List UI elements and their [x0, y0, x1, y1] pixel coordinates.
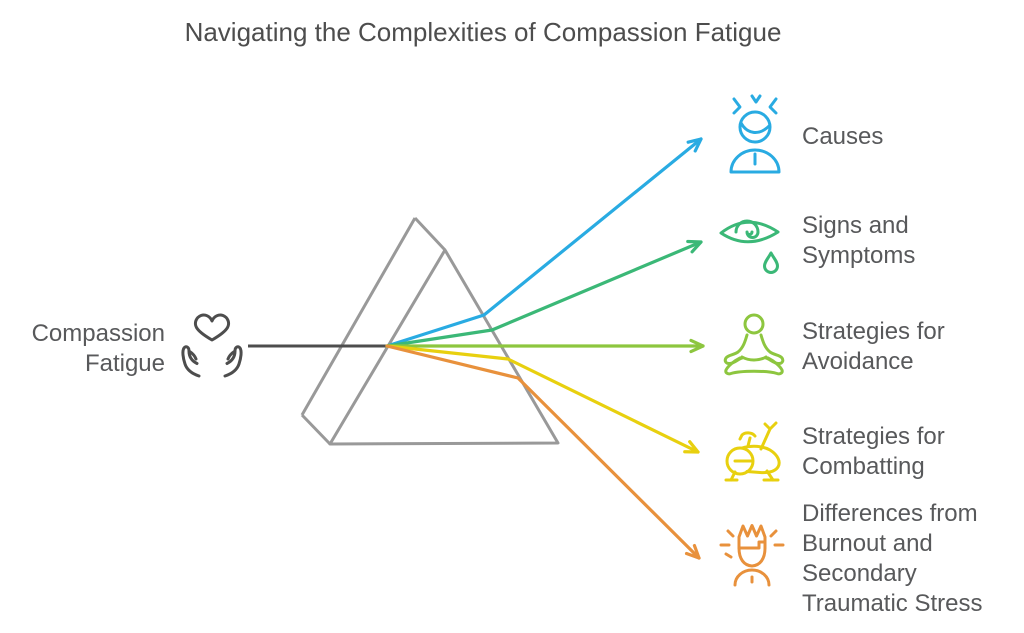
label-strategies-for-combatting: Strategies for Combatting — [802, 423, 945, 480]
label-line: Traumatic Stress — [802, 590, 982, 617]
label-line: Avoidance — [802, 348, 914, 375]
source-label-line1: Compassion — [32, 320, 165, 347]
label-line: Differences from — [802, 500, 978, 527]
ray-signs-and-symptoms — [385, 239, 703, 348]
source-label: Compassion Fatigue — [32, 320, 165, 377]
exercise-bike-icon — [724, 421, 781, 482]
heart-in-hands-icon — [181, 313, 243, 378]
label-strategies-for-avoidance: Strategies for Avoidance — [802, 318, 945, 375]
label-line: Strategies for — [802, 423, 945, 450]
label-causes: Causes — [802, 123, 883, 150]
label-differences-from-burnout: Differences from Burnout and Secondary T… — [802, 500, 982, 617]
label-line: Signs and — [802, 212, 909, 239]
label-line: Causes — [802, 123, 883, 150]
ray-differences-from-burnout — [385, 344, 701, 560]
label-line: Strategies for — [802, 318, 945, 345]
ray-causes — [385, 137, 703, 348]
crying-eye-icon — [719, 219, 780, 274]
stressed-person-icon — [729, 94, 781, 174]
label-line: Symptoms — [802, 242, 915, 269]
mind-blown-icon — [719, 524, 785, 587]
prism-top-ridge — [413, 216, 447, 252]
page-title: Navigating the Complexities of Compassio… — [185, 17, 782, 47]
label-line: Secondary — [802, 560, 917, 587]
meditating-person-icon — [723, 313, 785, 376]
prism-back-edge — [300, 217, 417, 416]
label-line: Combatting — [802, 453, 925, 480]
source-label-line2: Fatigue — [85, 350, 165, 377]
prism-bottom-edge — [300, 413, 332, 446]
ray-strategies-for-avoidance — [385, 338, 705, 354]
ray-strategies-for-combatting — [385, 344, 700, 454]
label-signs-and-symptoms: Signs and Symptoms — [802, 212, 915, 269]
label-line: Burnout and — [802, 530, 933, 557]
